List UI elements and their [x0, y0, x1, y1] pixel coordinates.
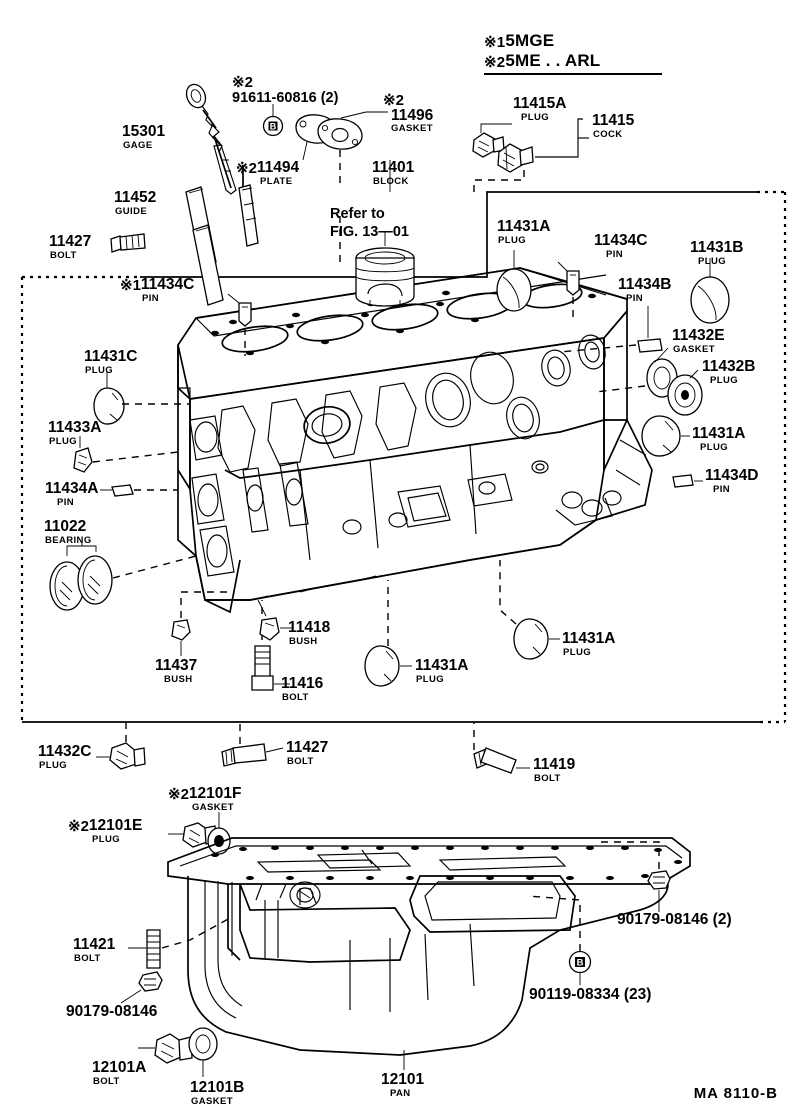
label-bush-11437: 11437 BUSH	[155, 657, 198, 685]
legend-line-2-text: 5ME . . ARL	[505, 51, 601, 71]
asterisk-2-icon: ※2	[484, 54, 506, 72]
figure-code: MA 8110-B	[693, 1085, 778, 1102]
label-bearing-11022: 11022 BEARING	[44, 518, 92, 546]
asterisk-2-icon: ※2	[383, 92, 404, 109]
part-plug-11432B	[667, 374, 703, 416]
label-plug-11431A-top: 11431A PLUG	[497, 218, 551, 246]
asterisk-1-icon: ※1	[484, 34, 506, 51]
label-plug-11431A-lower: 11431A PLUG	[562, 630, 616, 658]
part-piston-refer	[355, 232, 415, 307]
asterisk-2-icon: ※2	[168, 786, 189, 803]
label-pin-11434D: 11434D PIN	[705, 467, 759, 495]
part-pin-11434B	[637, 338, 663, 353]
part-pin-11434A	[111, 484, 134, 497]
part-plug-11431A-top	[496, 268, 532, 312]
part-bolt-11419	[473, 747, 517, 774]
label-bolt-12101A: 12101A BOLT	[92, 1059, 147, 1087]
part-plug-11431A-mid	[364, 645, 400, 687]
asterisk-2-icon: ※2	[68, 818, 89, 835]
label-plate-11494: ※211494 PLATE	[236, 159, 300, 187]
part-gasket-11496	[317, 118, 363, 150]
part-gage-15301	[185, 83, 237, 195]
label-bolt-11416: 11416 BOLT	[281, 675, 324, 703]
label-bush-11418: 11418 BUSH	[288, 619, 331, 647]
part-pin-11434D	[672, 474, 694, 488]
part-bolt-11427-bottom	[221, 743, 267, 767]
part-plug-11431A-lower	[513, 618, 549, 660]
svg-text:B: B	[270, 122, 277, 132]
part-gasket-11432E	[646, 358, 678, 398]
part-gasket-12101B	[188, 1027, 218, 1061]
part-plug-11415A	[472, 132, 505, 158]
part-bolt-90179-left	[138, 971, 163, 992]
part-bolt-11416	[251, 645, 274, 691]
label-bolt-11421: 11421 BOLT	[73, 936, 116, 964]
label-bolt-11427-bottom: 11427 BOLT	[286, 739, 329, 767]
label-bolt-11419: 11419 BOLT	[533, 756, 576, 784]
part-cock-11415	[497, 143, 534, 173]
part-bush-11437	[171, 619, 191, 641]
part-plug-12101E	[182, 822, 217, 848]
label-bolt-91611: ※2 91611-60816 (2)	[232, 74, 339, 106]
label-pin-11434B: 11434B PIN	[618, 276, 672, 304]
part-pin-11434C-left	[238, 302, 252, 327]
label-gage-15301: 15301 GAGE	[122, 123, 166, 151]
part-bolt-11427-top	[110, 233, 146, 253]
oil-pan-illustration	[167, 837, 691, 1056]
label-bolt-90179-right: 90179-08146 (2)	[617, 911, 732, 928]
label-pin-11434A: 11434A PIN	[45, 480, 99, 508]
label-plug-11415A: 11415A PLUG	[513, 95, 567, 123]
label-plug-12101E: ※212101E PLUG	[68, 817, 143, 845]
legend-line-2: ※25ME . . ARL	[484, 51, 662, 71]
label-plug-11431A-right: 11431A PLUG	[692, 425, 746, 453]
asterisk-2-icon: ※2	[236, 160, 257, 177]
label-plug-11431B: 11431B PLUG	[690, 239, 744, 267]
part-bolt-12101A	[154, 1033, 193, 1064]
part-rod-piece	[238, 184, 259, 247]
part-pin-11434C-right	[566, 270, 580, 296]
label-plug-11431A-mid: 11431A PLUG	[415, 657, 469, 685]
label-pin-11434C-right: 11434C PIN	[594, 232, 648, 260]
label-plug-11433A: 11433A PLUG	[48, 419, 102, 447]
refer-note: Refer to FIG. 13—01	[330, 206, 409, 241]
svg-text:B: B	[577, 958, 584, 969]
part-bolt-11421	[146, 929, 161, 969]
symbol-bolt-B-91611: B	[262, 104, 284, 137]
part-gasket-12101F	[207, 827, 231, 855]
asterisk-1-icon: ※1	[120, 277, 141, 294]
part-bolt-90179-right	[647, 870, 671, 890]
label-plug-11432C: 11432C PLUG	[38, 743, 92, 771]
label-gasket-12101B: 12101B GASKET	[190, 1079, 245, 1107]
label-guide-11452: 11452 GUIDE	[114, 189, 157, 217]
label-bolt-11427-top: 11427 BOLT	[49, 233, 92, 261]
symbol-bolt-B-90119: B	[568, 950, 592, 985]
label-pan-12101: 12101 PAN	[381, 1071, 425, 1099]
label-bolt-90179-left: 90179-08146	[66, 1003, 158, 1020]
legend-underline	[484, 73, 662, 76]
label-plug-11431C: 11431C PLUG	[84, 348, 138, 376]
part-plug-11431B	[690, 276, 730, 324]
label-block-11401: 11401 BLOCK	[372, 159, 415, 187]
legend: ※15MGE ※25ME . . ARL	[484, 31, 662, 76]
legend-line-1-text: 5MGE	[505, 31, 555, 50]
part-bush-11418	[259, 617, 280, 641]
label-gasket-11432E: 11432E GASKET	[672, 327, 725, 355]
asterisk-2-icon: ※2	[232, 74, 253, 91]
label-pin-11434C-left: ※111434C PIN	[120, 276, 195, 304]
label-cock-11415: 11415 COCK	[592, 112, 635, 140]
part-plate-11494	[295, 114, 337, 144]
label-bolt-90119: 90119-08334 (23)	[529, 986, 652, 1003]
label-gasket-12101F: ※212101F GASKET	[168, 785, 242, 813]
part-bearing-11022	[49, 555, 113, 611]
part-plug-11432C	[109, 742, 146, 770]
label-gasket-11496: ※2 11496 GASKET	[383, 92, 434, 134]
legend-line-1: ※15MGE	[484, 31, 662, 51]
part-plug-11433A	[73, 447, 93, 473]
label-plug-11432B: 11432B PLUG	[702, 358, 756, 386]
part-plug-11431A-right	[641, 415, 681, 457]
engine-block-illustration	[177, 267, 653, 614]
